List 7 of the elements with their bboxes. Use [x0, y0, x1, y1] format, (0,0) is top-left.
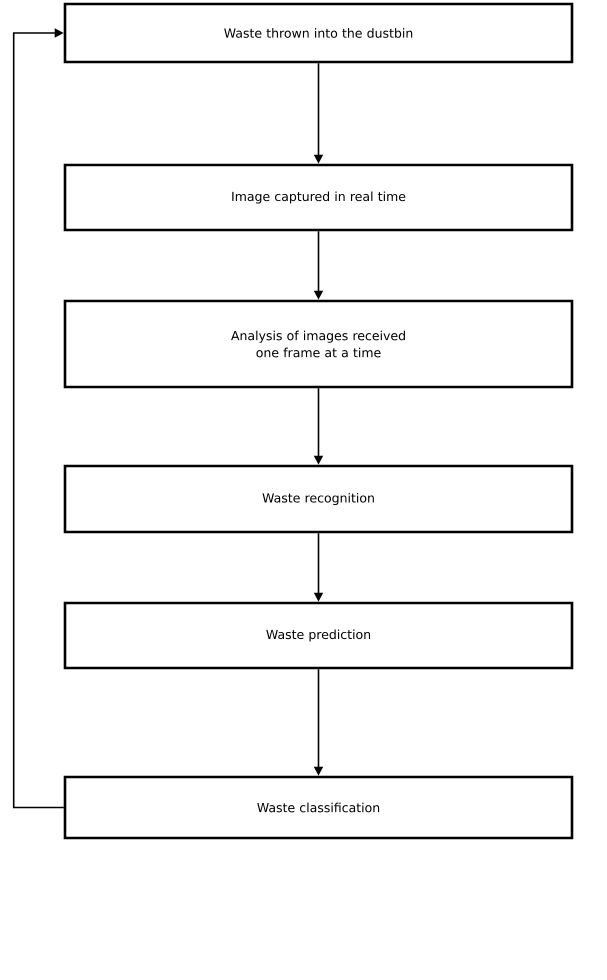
process-box: Waste thrown into the dustbin: [64, 2, 574, 64]
process-box: Waste classification: [64, 776, 574, 840]
process-box: Waste prediction: [64, 602, 574, 670]
arrow: [12, 28, 64, 808]
process-box: Analysis of images received one frame at a time: [64, 300, 574, 388]
process-box: Image captured in real time: [64, 164, 574, 232]
process-box: Waste recognition: [64, 464, 574, 534]
